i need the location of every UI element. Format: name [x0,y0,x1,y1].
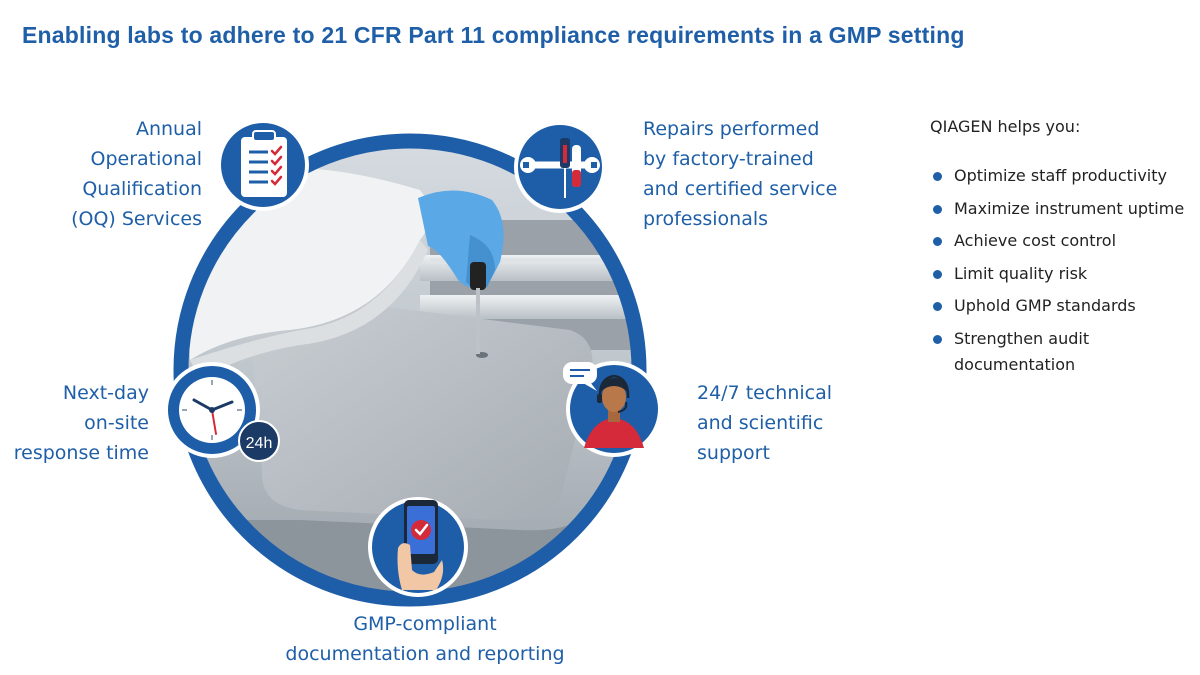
benefits-list: Optimize staff productivity Maximize ins… [930,163,1184,378]
support-agent-icon [563,361,662,457]
benefit-text: Optimize staff productivity [954,166,1167,185]
benefit-item: Strengthen audit documentation [930,326,1184,378]
repairs-label: Repairs performed by factory-trained and… [643,114,837,234]
next-day-label: Next-day on-site response time [0,378,149,468]
support-label: 24/7 technical and scientific support [697,378,832,468]
benefit-text: Maximize instrument uptime [954,198,1185,218]
benefit-item: Optimize staff productivity [930,163,1184,189]
support-line: 24/7 technical [697,382,833,404]
benefit-item: Limit quality risk [930,261,1184,287]
support-line: support [697,442,770,464]
instrument-photo [188,148,632,592]
bullet-icon [933,269,942,279]
repairs-line: and certified service [643,178,838,200]
bullet-icon [933,172,942,181]
repairs-line: Repairs performed [643,118,820,140]
next-day-line: response time [13,442,149,464]
oq-services-line: Qualification [82,178,202,200]
bullet-icon [933,302,942,311]
clock-badge-label: 24h [246,435,273,452]
gmp-label: GMP-compliant documentation and reportin… [260,609,590,669]
benefit-item: Achieve cost control [930,228,1184,254]
benefit-item: Uphold GMP standards [930,293,1184,319]
benefits-panel: QIAGEN helps you: Optimize staff product… [930,117,1184,384]
repairs-line: by factory-trained [643,148,814,170]
gmp-line: documentation and reporting [285,643,565,665]
clock-icon: 24h [164,362,280,462]
clipboard-checklist-icon [217,119,309,211]
support-line: and scientific [697,412,824,434]
page-title: Enabling labs to adhere to 21 CFR Part 1… [22,22,965,48]
oq-services-line: (OQ) Services [71,208,202,230]
benefit-text: Limit quality risk [954,263,1088,283]
repairs-line: professionals [643,208,769,230]
bullet-icon [933,237,942,246]
next-day-line: on-site [84,412,149,434]
benefit-text: documentation [954,354,1076,374]
oq-services-label: Annual Operational Qualification (OQ) Se… [0,114,202,234]
gmp-line: GMP-compliant [353,613,497,635]
benefit-item: Maximize instrument uptime [930,196,1184,222]
next-day-line: Next-day [62,382,149,404]
benefits-title: QIAGEN helps you: [930,117,1081,136]
bullet-icon [933,204,942,214]
benefit-text: Strengthen audit [954,328,1090,348]
benefit-text: Achieve cost control [954,231,1117,250]
tools-icon [514,121,606,213]
phone-check-icon [368,497,468,597]
oq-services-line: Annual [135,118,202,140]
benefit-text: Uphold GMP standards [954,296,1136,315]
oq-services-line: Operational [90,148,202,170]
bullet-icon [933,334,942,344]
